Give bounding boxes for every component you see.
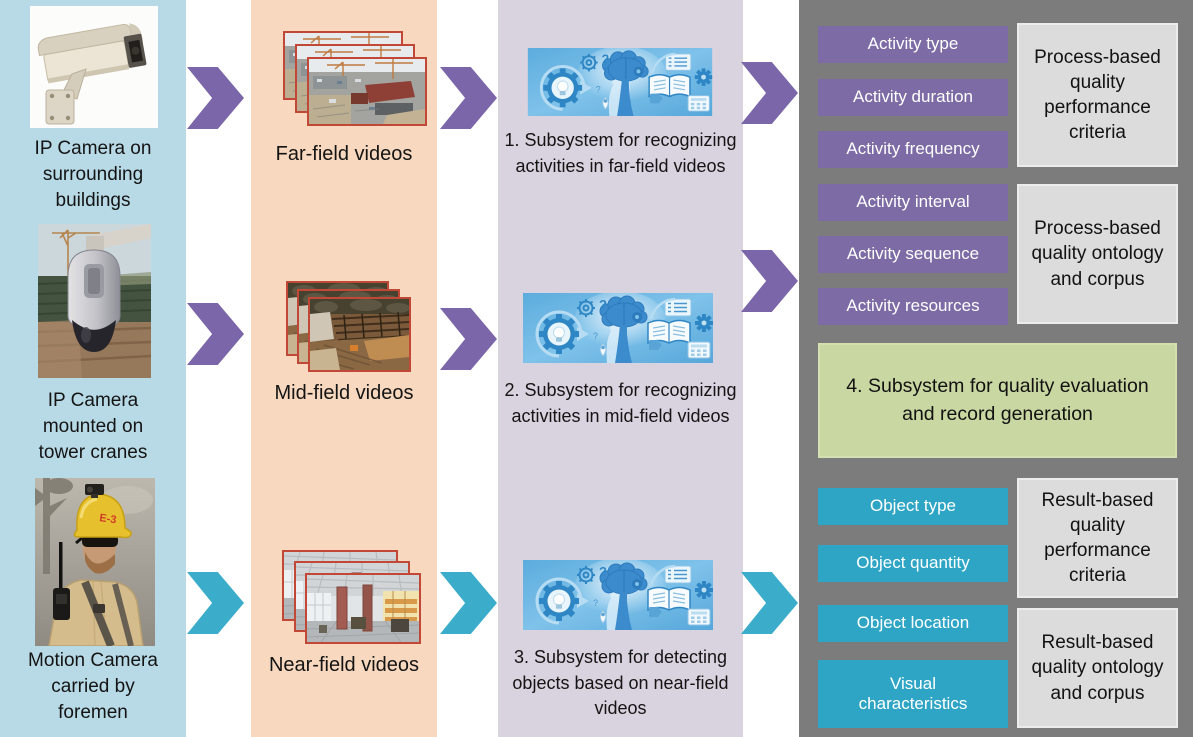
- flow-arrow-icon: [440, 308, 497, 370]
- flow-arrow-icon: [440, 572, 497, 634]
- subsystem-caption: 2. Subsystem for recognizing activities …: [504, 380, 737, 426]
- process-criteria-box: Process-based quality performance criter…: [1017, 23, 1178, 167]
- camera-caption: Motion Camera carried by foremen: [28, 650, 158, 723]
- flow-arrow-icon: [741, 62, 798, 124]
- flow-arrow-icon: [187, 67, 244, 129]
- dome-camera-photo: [38, 224, 151, 378]
- gears-brain-book-icon: [523, 292, 713, 364]
- badge-activity-duration: Activity duration: [818, 79, 1008, 116]
- badge-activity-sequence: Activity sequence: [818, 236, 1008, 273]
- video-caption: Far-field videos: [275, 143, 413, 165]
- camera-caption: IP Camera on surrounding buildings: [34, 138, 152, 211]
- video-frame: [308, 297, 411, 372]
- flow-arrow-icon: [187, 303, 244, 365]
- video-caption: Mid-field videos: [274, 382, 414, 404]
- ai-pipeline-illustration: [523, 292, 713, 364]
- evaluation-subsystem-box: 4. Subsystem for quality evaluation and …: [818, 343, 1177, 458]
- ptz-dome-camera-icon: [38, 224, 151, 378]
- flow-arrow-icon: [440, 67, 497, 129]
- ai-pipeline-illustration: [523, 48, 717, 116]
- badge-object-type: Object type: [818, 488, 1008, 525]
- ai-pipeline-illustration: [523, 558, 713, 632]
- subsystem-caption: 3. Subsystem for detecting objects based…: [512, 647, 729, 719]
- foreman-camera-photo: [35, 478, 155, 646]
- near-field-video-stack: [282, 550, 421, 644]
- camera-caption: IP Camera mounted on tower cranes: [38, 390, 148, 463]
- badge-visual-characteristics: Visual characteristics: [818, 660, 1008, 728]
- gears-brain-book-icon: [523, 558, 713, 632]
- result-ontology-box: Result-based quality ontology and corpus: [1017, 608, 1178, 728]
- subsystem-caption: 1. Subsystem for recognizing activities …: [504, 130, 737, 176]
- badge-object-quantity: Object quantity: [818, 545, 1008, 582]
- gears-brain-book-icon: [523, 48, 717, 116]
- badge-activity-interval: Activity interval: [818, 184, 1008, 221]
- process-ontology-box: Process-based quality ontology and corpu…: [1017, 184, 1178, 324]
- flow-arrow-icon: [187, 572, 244, 634]
- badge-activity-resources: Activity resources: [818, 288, 1008, 325]
- cctv-camera-icon: [30, 6, 158, 128]
- badge-activity-frequency: Activity frequency: [818, 131, 1008, 168]
- result-criteria-box: Result-based quality performance criteri…: [1017, 478, 1178, 598]
- far-field-video-stack: [283, 31, 427, 126]
- badge-object-location: Object location: [818, 605, 1008, 642]
- mid-field-video-stack: [286, 281, 411, 372]
- helmet-camera-foreman-icon: [35, 478, 155, 646]
- cctv-camera-photo: [30, 6, 158, 128]
- flow-arrow-icon: [741, 250, 798, 312]
- video-frame: [307, 57, 427, 126]
- video-frame: [305, 573, 421, 644]
- flow-arrow-icon: [741, 572, 798, 634]
- video-caption: Near-field videos: [268, 654, 420, 676]
- badge-activity-type: Activity type: [818, 26, 1008, 63]
